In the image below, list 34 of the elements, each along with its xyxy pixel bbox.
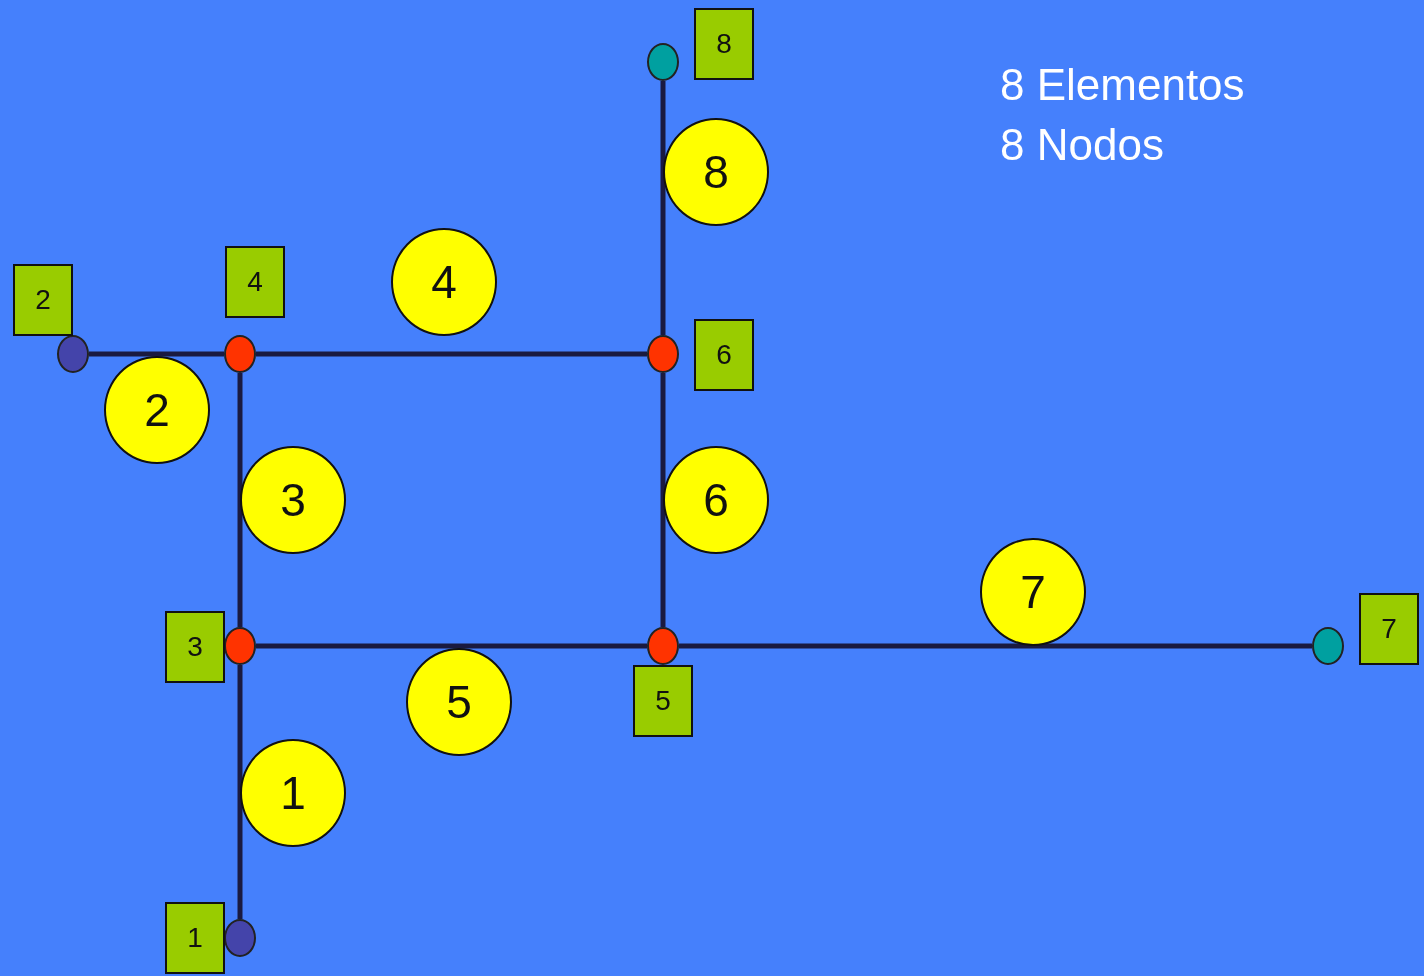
edge-label: 7 [980,538,1086,646]
node-number-tag: 1 [165,902,225,974]
edge-label: 8 [663,118,769,226]
edge-label: 3 [240,446,346,554]
pipe-line [660,81,666,335]
node-number-tag: 4 [225,246,285,318]
edge-label: 2 [104,356,210,464]
edge-label: 4 [391,228,497,336]
summary-text: 8 Elementos [1000,59,1245,111]
edge-label: 5 [406,648,512,756]
summary-text: 8 Nodos [1000,119,1164,171]
junction-dot [647,43,679,81]
junction-dot [224,335,256,373]
edge-label: 6 [663,446,769,554]
junction-dot [224,919,256,957]
pipe-line [237,373,243,627]
edge-label: 1 [240,739,346,847]
pipe-line [256,643,647,649]
pipe-line [237,665,243,919]
pipe-line [660,373,666,627]
junction-dot [647,627,679,665]
pipe-line [89,351,224,357]
junction-dot [647,335,679,373]
junction-dot [1312,627,1344,665]
node-number-tag: 3 [165,611,225,683]
node-number-tag: 8 [694,8,754,80]
node-number-tag: 6 [694,319,754,391]
junction-dot [224,627,256,665]
pipe-line [679,643,1312,649]
junction-dot [57,335,89,373]
node-number-tag: 5 [633,665,693,737]
node-number-tag: 2 [13,264,73,336]
pipe-line [256,351,647,357]
node-number-tag: 7 [1359,593,1419,665]
